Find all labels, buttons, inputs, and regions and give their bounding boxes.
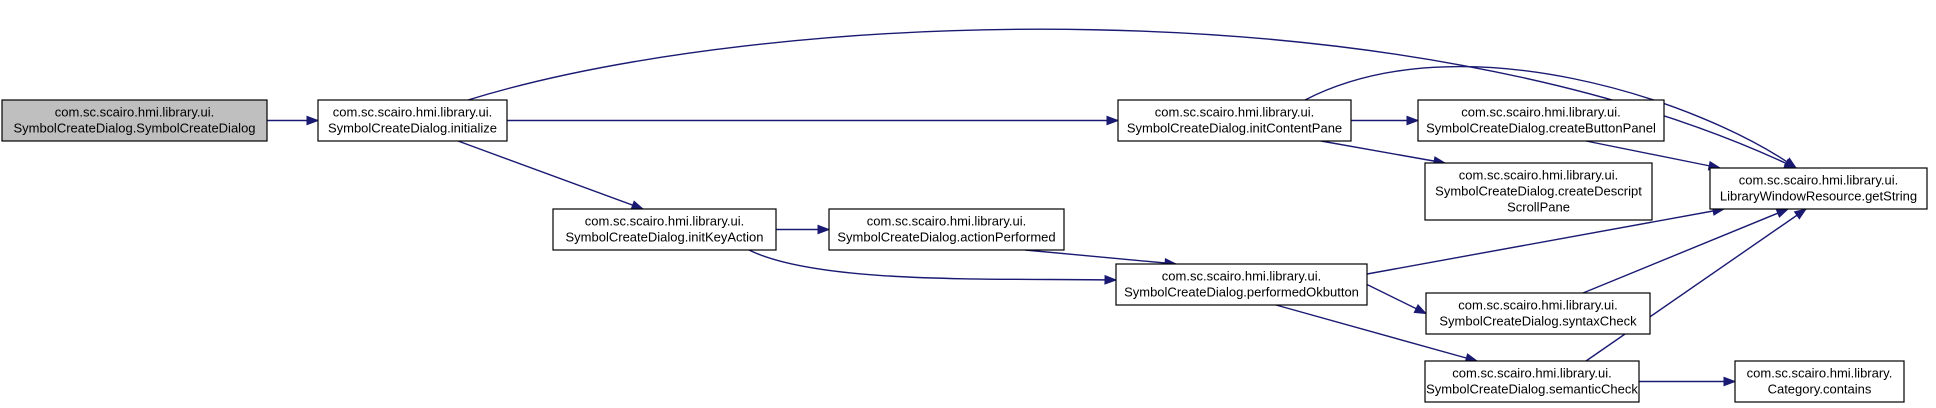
- node-label-line: SymbolCreateDialog.initKeyAction: [566, 230, 764, 245]
- node-createDescriptScrollPane[interactable]: com.sc.scairo.hmi.library.ui.SymbolCreat…: [1424, 162, 1653, 221]
- node-getString[interactable]: com.sc.scairo.hmi.library.ui.LibraryWind…: [1709, 167, 1928, 210]
- edge-initContentPane-to-createButtonPanel: [1351, 115, 1420, 126]
- node-box: [1424, 162, 1653, 221]
- node-label-line: com.sc.scairo.hmi.library.ui.: [867, 214, 1026, 229]
- node-label-line: com.sc.scairo.hmi.library.ui.: [55, 105, 214, 120]
- node-box: [1115, 263, 1368, 306]
- node-label-line: SymbolCreateDialog.syntaxCheck: [1439, 314, 1637, 329]
- node-box: [1424, 360, 1640, 403]
- edge-initContentPane-to-getString: [1304, 65, 1798, 169]
- node-label-line: SymbolCreateDialog.actionPerformed: [837, 230, 1055, 245]
- node-syntaxCheck[interactable]: com.sc.scairo.hmi.library.ui.SymbolCreat…: [1425, 292, 1651, 335]
- node-box: [1709, 167, 1928, 210]
- node-label-line: com.sc.scairo.hmi.library.ui.: [1461, 105, 1620, 120]
- edge-ctor-to-initialize: [267, 115, 320, 126]
- node-box: [828, 208, 1065, 251]
- node-label-line: SymbolCreateDialog.createDescript: [1435, 184, 1642, 199]
- edge-initialize-to-getString: [467, 28, 1798, 169]
- node-box: [1734, 360, 1905, 403]
- node-label-line: com.sc.scairo.hmi.library.ui.: [1459, 168, 1618, 183]
- node-createButtonPanel[interactable]: com.sc.scairo.hmi.library.ui.SymbolCreat…: [1417, 99, 1665, 142]
- node-label-line: Category.contains: [1768, 382, 1872, 397]
- node-label-line: SymbolCreateDialog.SymbolCreateDialog: [13, 121, 255, 136]
- node-label-line: com.sc.scairo.hmi.library.ui.: [1452, 366, 1611, 381]
- node-box: [1425, 292, 1651, 335]
- node-label-line: LibraryWindowResource.getString: [1720, 189, 1917, 204]
- node-label-line: com.sc.scairo.hmi.library.: [1747, 366, 1893, 381]
- node-actionPerformed[interactable]: com.sc.scairo.hmi.library.ui.SymbolCreat…: [828, 208, 1065, 251]
- edge-semanticCheck-to-contains: [1639, 376, 1737, 387]
- node-box: [1417, 99, 1665, 142]
- node-label-line: ScrollPane: [1507, 200, 1570, 215]
- edge-syntaxCheck-to-getString: [1582, 208, 1790, 294]
- node-box: [1, 99, 268, 142]
- edge-semanticCheck-to-getString: [1585, 208, 1808, 362]
- node-label-line: com.sc.scairo.hmi.library.ui.: [333, 105, 492, 120]
- node-initContentPane[interactable]: com.sc.scairo.hmi.library.ui.SymbolCreat…: [1117, 99, 1352, 142]
- edge-initialize-to-initKeyAction: [457, 140, 645, 210]
- node-initialize[interactable]: com.sc.scairo.hmi.library.ui.SymbolCreat…: [317, 99, 508, 142]
- node-performedOkbutton[interactable]: com.sc.scairo.hmi.library.ui.SymbolCreat…: [1115, 263, 1368, 306]
- node-box: [317, 99, 508, 142]
- node-label-line: SymbolCreateDialog.initContentPane: [1127, 121, 1342, 136]
- edge-performedOkbutton-to-syntaxCheck: [1366, 283, 1428, 315]
- node-label-line: com.sc.scairo.hmi.library.ui.: [1458, 298, 1617, 313]
- edge-initContentPane-to-createDescriptScrollPane: [1320, 140, 1447, 166]
- node-label-line: SymbolCreateDialog.initialize: [328, 121, 497, 136]
- node-label-line: com.sc.scairo.hmi.library.ui.: [1162, 269, 1321, 284]
- node-label-line: SymbolCreateDialog.createButtonPanel: [1426, 121, 1656, 136]
- edge-initialize-to-initContentPane: [507, 115, 1120, 126]
- node-label-line: SymbolCreateDialog.semanticCheck: [1426, 382, 1638, 397]
- edge-performedOkbutton-to-semanticCheck: [1275, 304, 1479, 363]
- node-label-line: com.sc.scairo.hmi.library.ui.: [1155, 105, 1314, 120]
- node-ctor[interactable]: com.sc.scairo.hmi.library.ui.SymbolCreat…: [1, 99, 268, 142]
- node-contains[interactable]: com.sc.scairo.hmi.library.Category.conta…: [1734, 360, 1905, 403]
- node-label-line: SymbolCreateDialog.performedOkbutton: [1124, 285, 1359, 300]
- node-label-line: com.sc.scairo.hmi.library.ui.: [585, 214, 744, 229]
- edge-initKeyAction-to-performedOkbutton: [748, 249, 1118, 285]
- node-label-line: com.sc.scairo.hmi.library.ui.: [1739, 173, 1898, 188]
- edge-initKeyAction-to-actionPerformed: [776, 224, 831, 235]
- node-box: [1117, 99, 1352, 142]
- node-semanticCheck[interactable]: com.sc.scairo.hmi.library.ui.SymbolCreat…: [1424, 360, 1640, 403]
- node-initKeyAction[interactable]: com.sc.scairo.hmi.library.ui.SymbolCreat…: [552, 208, 777, 251]
- node-box: [552, 208, 777, 251]
